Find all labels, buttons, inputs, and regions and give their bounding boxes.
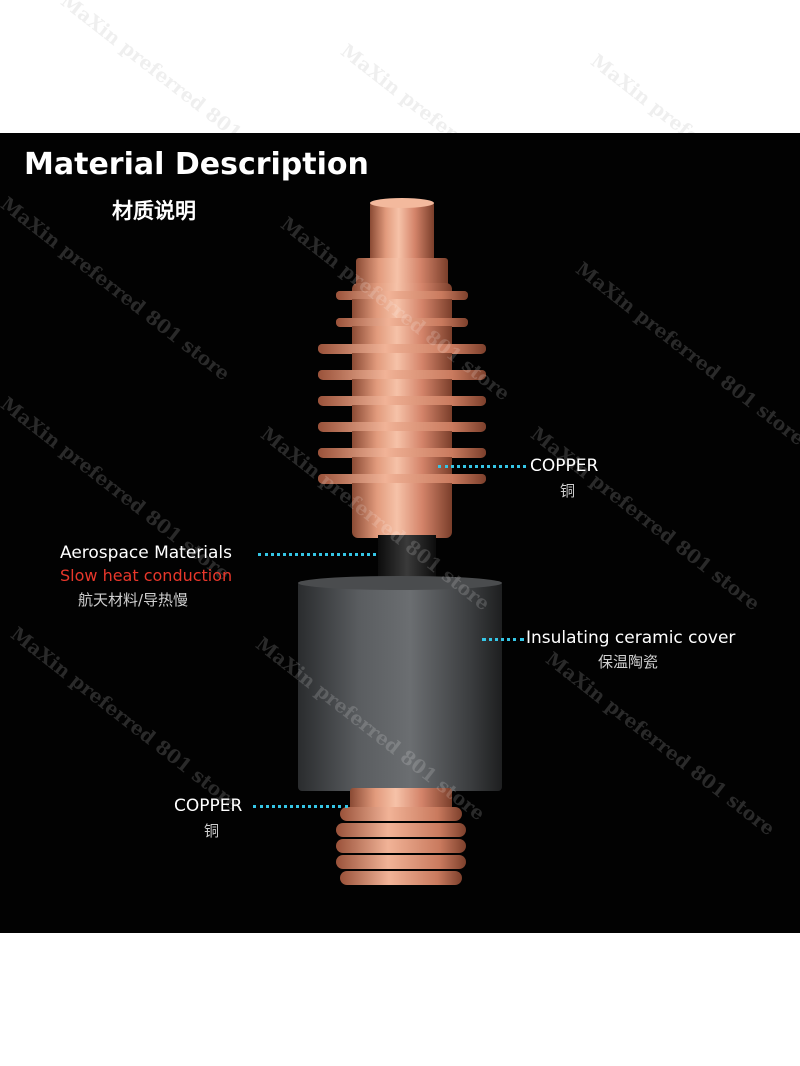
heatbreak-illustration: [298, 198, 502, 885]
copper-tip: [370, 201, 434, 263]
copper-thread: [336, 807, 466, 885]
copper-thread-neck: [350, 788, 452, 810]
leader-line: [482, 638, 524, 641]
ceramic-label: Insulating ceramic cover: [526, 628, 736, 648]
copper-bottom-zh: 铜: [204, 822, 220, 840]
leader-line: [258, 553, 376, 556]
ceramic-zh: 保温陶瓷: [598, 653, 659, 671]
copper-top-zh: 铜: [560, 482, 576, 500]
aerospace-label: Aerospace Materials: [60, 543, 233, 563]
copper-bottom-label: COPPER: [174, 796, 243, 816]
product-panel: MaXin preferred 801 store MaXin preferre…: [0, 133, 800, 933]
copper-top-label: COPPER: [530, 456, 599, 476]
aerospace-zh: 航天材料/导热慢: [78, 591, 189, 609]
leader-line: [253, 805, 348, 808]
page-title: Material Description: [24, 147, 369, 182]
leader-line: [438, 465, 526, 468]
page-subtitle: 材质说明: [112, 199, 196, 223]
ceramic-cover: [298, 581, 502, 791]
aerospace-note: Slow heat conduction: [60, 566, 233, 585]
